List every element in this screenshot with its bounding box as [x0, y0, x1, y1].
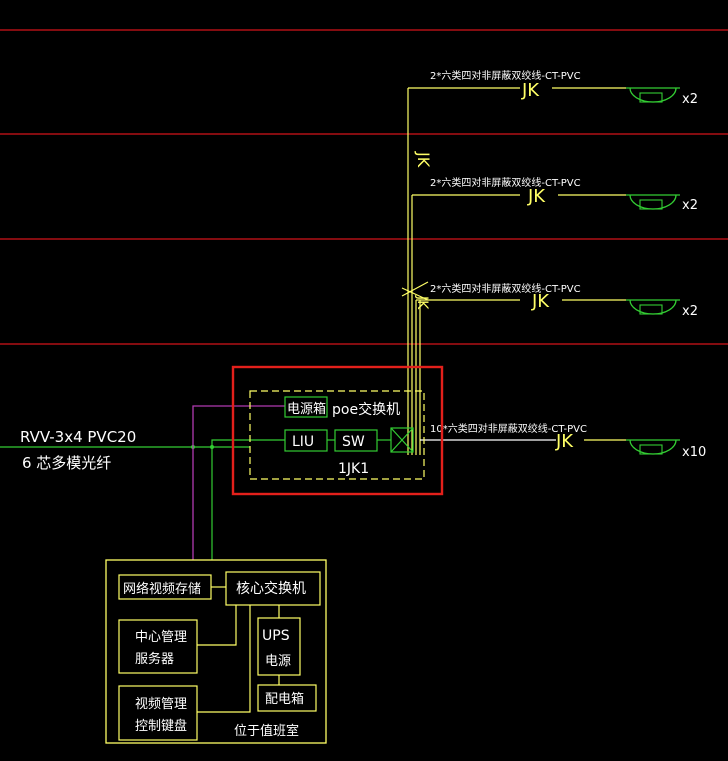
data-outlet-icon — [626, 87, 680, 103]
floor-outlet-3: 2*六类四对非屏蔽双绞线-CT-PVC JK x2 — [430, 282, 698, 319]
floor-count-label: x2 — [682, 198, 698, 213]
control-room: 网络视频存储 核心交换机 中心管理 服务器 UPS 电源 视频管理 控制键盘 配… — [105, 559, 327, 744]
floor-jk-label: JK — [527, 186, 546, 207]
floor-jk-label: JK — [531, 291, 550, 312]
power-line — [192, 405, 285, 560]
data-outlet-icon — [626, 439, 680, 455]
keyboard-label-1: 视频管理 — [135, 697, 187, 712]
power-box — [284, 396, 328, 418]
nvr-label: 网络视频存储 — [123, 581, 201, 597]
floor-cable-label: 2*六类四对非屏蔽双绞线-CT-PVC — [430, 176, 581, 189]
cabinet-name: 1JK1 — [338, 461, 369, 477]
floor-jk-label: JK — [521, 80, 540, 101]
floor-cable-label: 2*六类四对非屏蔽双绞线-CT-PVC — [430, 282, 581, 295]
fiber-line — [211, 439, 285, 560]
power-box-label: 电源箱 — [287, 401, 326, 417]
riser-jk-label: JK — [414, 295, 430, 310]
server-box — [118, 619, 198, 674]
incoming-label-1: RVV-3x4 PVC20 — [20, 428, 136, 446]
server-label-2: 服务器 — [135, 651, 174, 667]
main-cable-label: 10*六类四对非屏蔽双绞线-CT-PVC — [430, 422, 587, 435]
floor-outlet-2: 2*六类四对非屏蔽双绞线-CT-PVC JK x2 — [430, 176, 698, 213]
sw-label: SW — [342, 434, 365, 450]
poe-switch-label: poe交换机 — [332, 401, 400, 418]
data-outlet-icon — [626, 194, 680, 210]
keyboard-label-2: 控制键盘 — [135, 718, 187, 734]
incoming-line: RVV-3x4 PVC20 6 芯多模光纤 — [0, 428, 250, 472]
main-count-label: x10 — [682, 445, 706, 460]
floor-count-label: x2 — [682, 304, 698, 319]
highlight-frame — [231, 365, 444, 496]
control-room-location: 位于值班室 — [234, 723, 299, 739]
floor-cable-label: 2*六类四对非屏蔽双绞线-CT-PVC — [430, 69, 581, 82]
floor-lines — [0, 29, 728, 345]
cabinet-1jk1: 电源箱 poe交换机 LIU SW 1JK1 — [249, 390, 425, 480]
distribution-box-label: 配电箱 — [265, 691, 304, 707]
core-switch-box — [225, 571, 321, 606]
riser-jk-label: JK — [414, 151, 433, 168]
incoming-label-2: 6 芯多模光纤 — [22, 454, 111, 472]
server-label-1: 中心管理 — [135, 630, 187, 645]
main-outlet-run: 10*六类四对非屏蔽双绞线-CT-PVC JK x10 — [420, 422, 706, 460]
floor-outlet-1: 2*六类四对非屏蔽双绞线-CT-PVC JK x2 — [430, 69, 698, 107]
data-outlet-icon — [626, 299, 680, 315]
distribution-box — [257, 684, 317, 712]
ups-label-2: 电源 — [265, 654, 291, 669]
keyboard-box — [118, 685, 198, 741]
floor-count-label: x2 — [682, 92, 698, 107]
main-jk-label: JK — [555, 431, 574, 452]
core-switch-label: 核心交换机 — [236, 580, 306, 597]
ups-label-1: UPS — [262, 628, 290, 644]
riser-wires — [401, 87, 520, 455]
liu-label: LIU — [292, 434, 314, 450]
patch-panel-icon — [390, 427, 414, 453]
